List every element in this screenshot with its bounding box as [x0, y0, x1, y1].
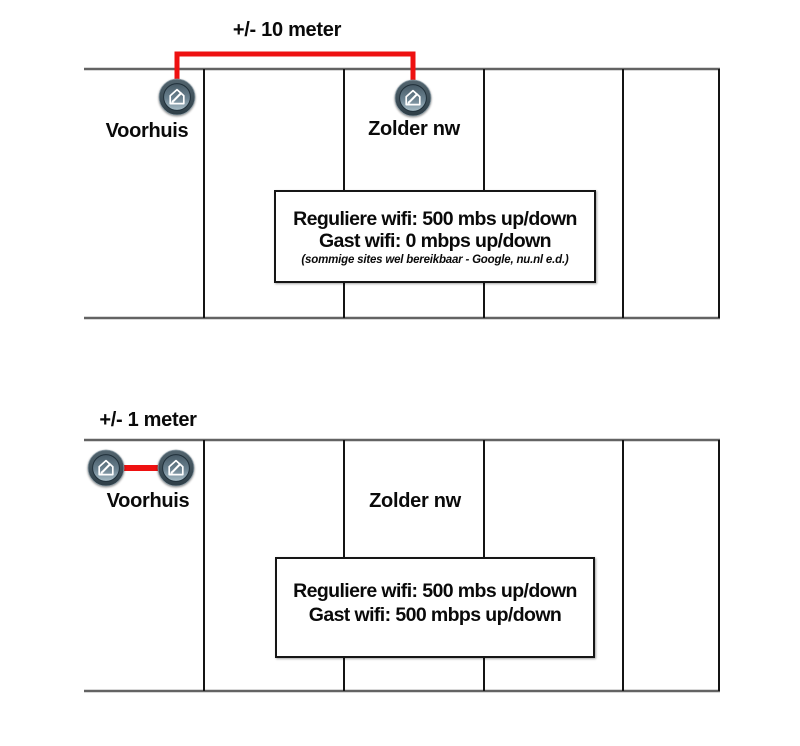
guest-wifi-speed: Gast wifi: 500 mbps up/down — [308, 604, 562, 626]
home-edit-icon — [394, 79, 432, 117]
wifi-info-box-1m: Reguliere wifi: 500 mbs up/down Gast wif… — [275, 557, 595, 658]
floor-strip-bottom — [84, 438, 720, 693]
node-label-zolder-bottom: Zolder nw — [369, 490, 461, 512]
node-label-voorhuis-top: Voorhuis — [105, 120, 189, 142]
wifi-info-box-10m: Reguliere wifi: 500 mbs up/down Gast wif… — [274, 190, 596, 283]
guest-wifi-note: (sommige sites wel bereikbaar - Google, … — [301, 254, 569, 266]
red-connection-line-10m — [174, 51, 416, 86]
home-edit-icon — [157, 449, 195, 487]
home-edit-icon — [87, 449, 125, 487]
node-label-voorhuis-bottom: Voorhuis — [106, 490, 190, 512]
regular-wifi-speed: Reguliere wifi: 500 mbs up/down — [293, 208, 577, 230]
home-edit-icon — [158, 78, 196, 116]
regular-wifi-speed: Reguliere wifi: 500 mbs up/down — [293, 580, 577, 602]
distance-label-10m: +/- 10 meter — [232, 19, 342, 41]
guest-wifi-speed: Gast wifi: 0 mbps up/down — [318, 230, 552, 252]
distance-label-1m: +/- 1 meter — [99, 409, 197, 431]
node-label-zolder-top: Zolder nw — [368, 118, 460, 140]
